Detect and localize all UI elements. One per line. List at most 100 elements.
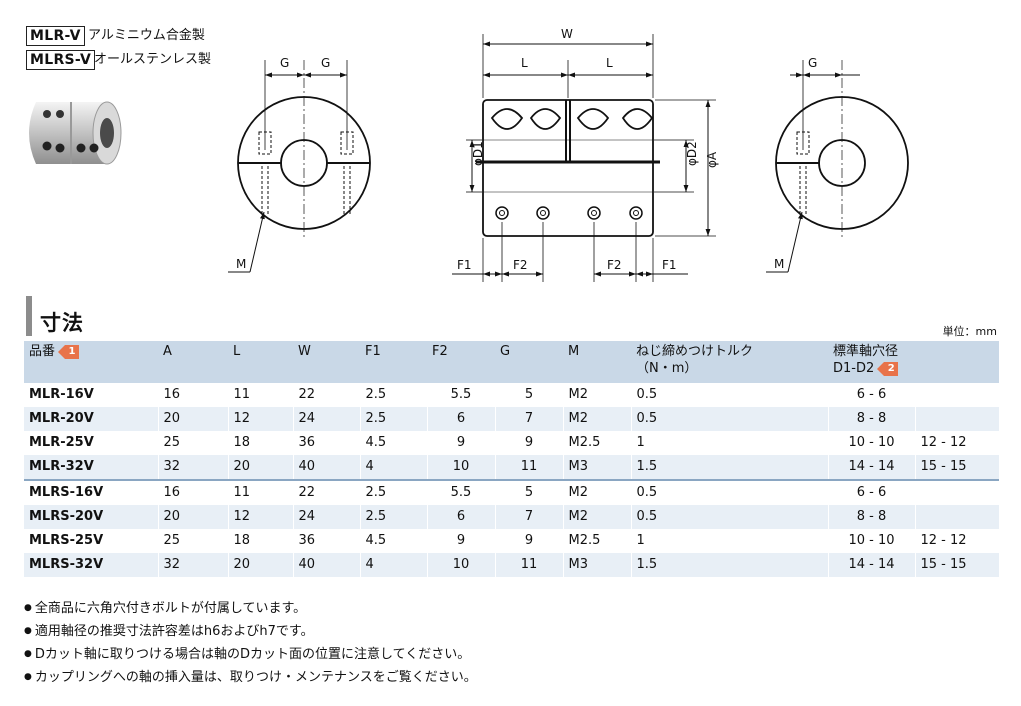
product-photo — [29, 101, 122, 165]
cell-g: 7 — [494, 505, 563, 529]
cell-l: 12 — [227, 505, 293, 529]
cell-b1: 14 - 14 — [827, 455, 915, 480]
cell-b1: 8 - 8 — [827, 407, 915, 431]
cell-f2: 10 — [426, 455, 495, 480]
cell-g: 5 — [494, 383, 563, 407]
cell-t: 1 — [630, 529, 828, 553]
header-a: A — [158, 341, 228, 383]
dim-g-left-1: G — [280, 56, 289, 70]
cell-b2: 12 - 12 — [914, 529, 1000, 553]
cell-w: 22 — [292, 383, 360, 407]
cell-a: 20 — [157, 407, 228, 431]
cell-a: 20 — [157, 505, 228, 529]
section-marker — [26, 296, 32, 336]
cell-g: 9 — [494, 529, 563, 553]
cell-w: 24 — [292, 505, 360, 529]
header-m: M — [563, 341, 631, 383]
section-title: 寸法 — [40, 311, 84, 335]
dim-m-right: M — [774, 257, 784, 271]
cell-part: MLR-32V — [24, 455, 158, 480]
cell-b2: 15 - 15 — [914, 553, 1000, 577]
series-code-mlrs-v: MLRS-V — [26, 50, 96, 70]
cell-f2: 9 — [426, 431, 495, 455]
cell-g: 5 — [494, 479, 563, 505]
cell-a: 32 — [157, 455, 228, 480]
cell-t: 1 — [630, 431, 828, 455]
cell-f1: 4.5 — [359, 431, 427, 455]
cell-w: 36 — [292, 529, 360, 553]
cell-f2: 5.5 — [426, 479, 495, 505]
cell-a: 32 — [157, 553, 228, 577]
series-material-mlr-v: アルミニウム合金製 — [88, 28, 205, 43]
cell-a: 16 — [157, 383, 228, 407]
cell-part: MLR-20V — [24, 407, 158, 431]
dim-a: φA — [705, 151, 719, 168]
dim-d2: φD2 — [685, 141, 699, 166]
cell-m: M2.5 — [562, 529, 631, 553]
cell-t: 0.5 — [630, 505, 828, 529]
cell-w: 22 — [292, 479, 360, 505]
note-item: カップリングへの軸の挿入量は、取りつけ・メンテナンスをご覧ください。 — [24, 666, 477, 689]
cell-m: M2 — [562, 407, 631, 431]
cell-b1: 14 - 14 — [827, 553, 915, 577]
cell-b2: 15 - 15 — [914, 455, 1000, 480]
cell-part: MLRS-20V — [24, 505, 158, 529]
cell-l: 12 — [227, 407, 293, 431]
cell-part: MLR-25V — [29, 435, 94, 450]
dim-w: W — [561, 27, 573, 41]
cell-b1: 10 - 10 — [827, 529, 915, 553]
cell-g: 7 — [494, 407, 563, 431]
cell-l: 18 — [227, 431, 293, 455]
cell-f2: 5.5 — [426, 383, 495, 407]
note-tag-1: 1 — [58, 344, 80, 359]
cell-part: MLRS-32V — [24, 553, 158, 577]
cell-t: 1.5 — [630, 553, 828, 577]
cell-g: 9 — [494, 431, 563, 455]
cell-a: 16 — [157, 479, 228, 505]
header-f1: F1 — [360, 341, 427, 383]
cell-a: 25 — [157, 431, 228, 455]
cell-m: M3 — [562, 553, 631, 577]
cell-f1: 4 — [359, 553, 427, 577]
header-w: W — [293, 341, 360, 383]
cell-l: 11 — [227, 479, 293, 505]
unit-label: 単位：mm — [942, 325, 997, 338]
cell-b2 — [914, 407, 1000, 431]
cell-l: 20 — [227, 455, 293, 480]
dim-g-right: G — [808, 56, 817, 70]
cell-part: MLRS-25V — [29, 533, 104, 548]
cell-b1: 8 - 8 — [827, 505, 915, 529]
cell-m: M2.5 — [562, 431, 631, 455]
cell-b2 — [914, 383, 1000, 407]
cell-g: 11 — [494, 553, 563, 577]
dim-f1-left: F1 — [457, 258, 472, 272]
cell-w: 24 — [292, 407, 360, 431]
cell-w: 36 — [292, 431, 360, 455]
cell-l: 20 — [227, 553, 293, 577]
header-g: G — [495, 341, 563, 383]
cell-f1: 2.5 — [359, 407, 427, 431]
note-item: 全商品に六角穴付きボルトが付属しています。 — [24, 597, 477, 620]
dim-d1: φD1 — [471, 141, 485, 166]
cell-t: 0.5 — [630, 407, 828, 431]
notes: 全商品に六角穴付きボルトが付属しています。 適用軸径の推奨寸法許容差はh6および… — [24, 597, 477, 689]
cell-b1: 10 - 10 — [827, 431, 915, 455]
cell-m: M3 — [562, 455, 631, 480]
cell-m: M2 — [562, 383, 631, 407]
cell-part: MLRS-16V — [24, 479, 158, 505]
dim-l-1: L — [521, 56, 528, 70]
cell-f1: 4.5 — [359, 529, 427, 553]
dim-f1-right: F1 — [662, 258, 677, 272]
note-item: 適用軸径の推奨寸法許容差はh6およびh7です。 — [24, 620, 477, 643]
dim-l-2: L — [606, 56, 613, 70]
dim-g-left-2: G — [321, 56, 330, 70]
